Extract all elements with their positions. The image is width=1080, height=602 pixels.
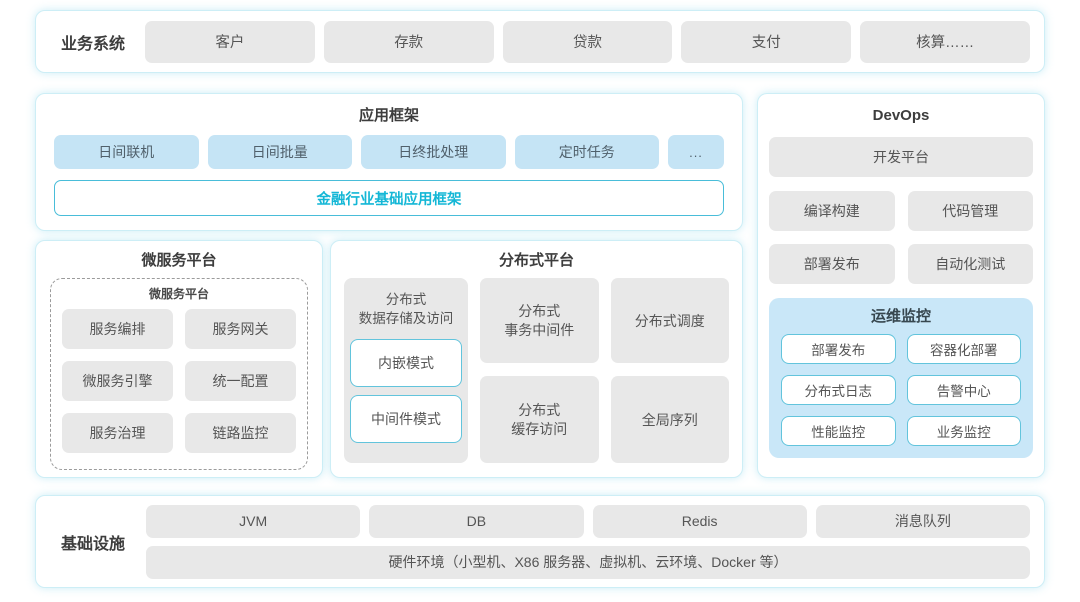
microservice-inner-group: 微服务平台 服务编排 服务网关 微服务引擎 统一配置 服务治理 链路监控	[50, 278, 308, 470]
middleware-mode: 中间件模式	[350, 395, 462, 443]
business-item-deposit: 存款	[323, 20, 494, 63]
tool-code-management: 代码管理	[907, 191, 1033, 231]
distributed-platform-title: 分布式平台	[498, 252, 574, 269]
module-daytime-online: 日间联机	[54, 135, 199, 169]
tool-deploy-release: 部署发布	[769, 244, 895, 284]
infra-message-queue: 消息队列	[815, 504, 1030, 538]
business-item-customer: 客户	[145, 20, 315, 63]
ops-distributed-logging: 分布式日志	[781, 375, 896, 405]
devops-title: DevOps	[872, 107, 930, 124]
ops-monitoring-panel: 运维监控 部署发布 容器化部署 分布式日志 告警中心 性能监控 业务监控	[769, 298, 1033, 458]
finance-base-framework: 金融行业基础应用框架	[54, 180, 724, 216]
microservice-items: 服务编排 服务网关 微服务引擎 统一配置 服务治理 链路监控	[62, 309, 296, 453]
ops-monitoring-items: 部署发布 容器化部署 分布式日志 告警中心 性能监控 业务监控	[781, 334, 1021, 446]
app-framework-section: 应用框架 日间联机 日间批量 日终批处理 定时任务 ... 金融行业基础应用框架	[35, 93, 743, 231]
distributed-storage-title: 分布式 数据存储及访问	[358, 292, 454, 326]
infra-db: DB	[369, 504, 584, 538]
ms-unified-config: 统一配置	[185, 361, 296, 401]
microservice-inner-title: 微服务平台	[148, 287, 209, 301]
tool-automated-testing: 自动化测试	[907, 244, 1033, 284]
app-framework-modules: 日间联机 日间批量 日终批处理 定时任务 ...	[54, 135, 724, 169]
module-ellipsis: ...	[668, 135, 724, 169]
distributed-transaction-middleware: 分布式 事务中间件	[480, 278, 599, 363]
business-systems-section: 业务系统 客户 存款 贷款 支付 核算……	[35, 10, 1045, 73]
app-framework-title: 应用框架	[358, 107, 419, 124]
distributed-column-middle: 分布式 事务中间件 分布式 缓存访问	[480, 278, 599, 463]
microservice-platform-title: 微服务平台	[141, 252, 217, 269]
distributed-scheduling: 分布式调度	[610, 278, 729, 363]
business-item-payment: 支付	[681, 20, 852, 63]
ms-link-monitoring: 链路监控	[185, 413, 296, 453]
distributed-columns: 分布式 数据存储及访问 内嵌模式 中间件模式 分布式 事务中间件 分布式 缓存访…	[344, 278, 729, 463]
business-systems-label: 业务系统	[60, 35, 125, 53]
infrastructure-label: 基础设施	[60, 535, 125, 553]
ms-service-gateway: 服务网关	[185, 309, 296, 349]
dev-platform: 开发平台	[769, 137, 1033, 177]
module-daytime-batch: 日间批量	[207, 135, 352, 169]
module-scheduled-tasks: 定时任务	[514, 135, 659, 169]
infrastructure-group: JVM DB Redis 消息队列 硬件环境（小型机、X86 服务器、虚拟机、云…	[146, 504, 1030, 579]
ms-service-governance: 服务治理	[62, 413, 173, 453]
infra-jvm: JVM	[146, 504, 361, 538]
global-sequence: 全局序列	[610, 376, 729, 463]
ops-alert-center: 告警中心	[906, 375, 1021, 405]
devops-tools: 编译构建 代码管理 部署发布 自动化测试	[769, 191, 1033, 284]
business-item-accounting: 核算……	[860, 20, 1030, 63]
module-eod-batch: 日终批处理	[361, 135, 506, 169]
devops-section: DevOps 开发平台 编译构建 代码管理 部署发布 自动化测试 运维监控 部署…	[757, 93, 1045, 478]
distributed-platform-section: 分布式平台 分布式 数据存储及访问 内嵌模式 中间件模式 分布式 事务中间件 分…	[330, 240, 743, 478]
ops-monitoring-title: 运维监控	[870, 308, 931, 325]
ops-containerized-deploy: 容器化部署	[906, 334, 1021, 364]
infrastructure-items: JVM DB Redis 消息队列	[146, 504, 1030, 538]
embedded-mode: 内嵌模式	[350, 339, 462, 387]
ms-service-orchestration: 服务编排	[62, 309, 173, 349]
hardware-environment: 硬件环境（小型机、X86 服务器、虚拟机、云环境、Docker 等）	[146, 545, 1030, 579]
ops-business-monitoring: 业务监控	[906, 416, 1021, 446]
distributed-storage-group: 分布式 数据存储及访问 内嵌模式 中间件模式	[344, 278, 468, 463]
ms-microservice-engine: 微服务引擎	[62, 361, 173, 401]
infra-redis: Redis	[592, 504, 807, 538]
microservice-platform-section: 微服务平台 微服务平台 服务编排 服务网关 微服务引擎 统一配置 服务治理 链路…	[35, 240, 323, 478]
tool-compile-build: 编译构建	[769, 191, 895, 231]
ops-performance-monitoring: 性能监控	[781, 416, 896, 446]
business-item-loan: 贷款	[502, 20, 673, 63]
infrastructure-section: 基础设施 JVM DB Redis 消息队列 硬件环境（小型机、X86 服务器、…	[35, 495, 1045, 588]
distributed-column-right: 分布式调度 全局序列	[610, 278, 729, 463]
ops-deploy-release: 部署发布	[781, 334, 896, 364]
distributed-cache-access: 分布式 缓存访问	[480, 376, 599, 463]
